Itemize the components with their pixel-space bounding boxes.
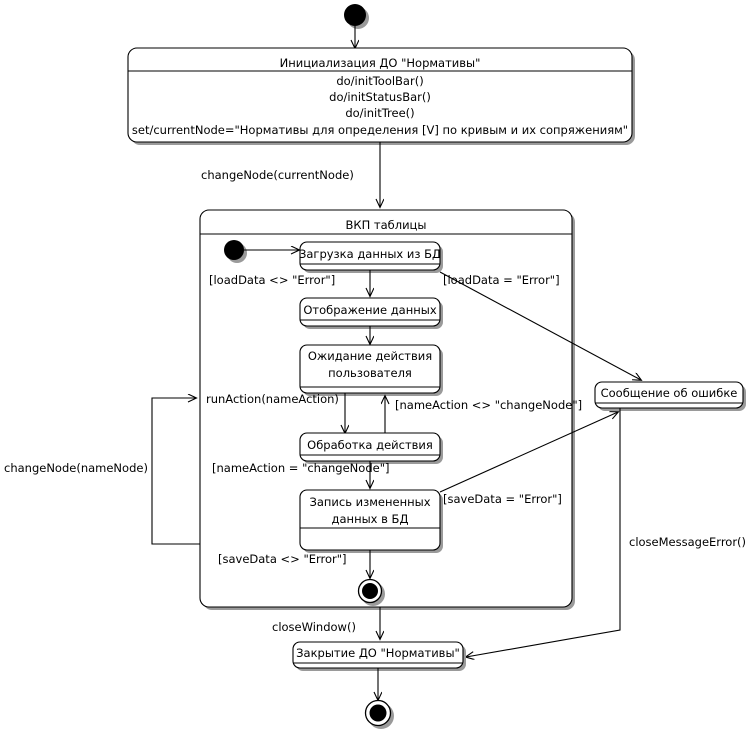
label-load-error: [loadData = "Error"] xyxy=(443,273,560,287)
label-save-ok: [saveData <> "Error"] xyxy=(218,552,347,566)
state-load-data[interactable] xyxy=(299,241,443,273)
state-wait-title-line2: пользователя xyxy=(328,366,412,380)
state-process-action-title: Обработка действия xyxy=(307,438,433,452)
label-save-error: [saveData = "Error"] xyxy=(443,492,562,506)
label-run-action: runAction(nameAction) xyxy=(206,392,339,406)
state-init-title: Инициализация ДО "Нормативы" xyxy=(280,56,481,70)
state-close-title: Закрытие ДО "Нормативы" xyxy=(296,646,460,660)
edge-save-to-error xyxy=(439,412,618,493)
edge-change-node-loop xyxy=(151,398,200,545)
label-change-node-current: changeNode(currentNode) xyxy=(201,168,354,182)
label-close-window: closeWindow() xyxy=(272,620,356,634)
state-process-action[interactable] xyxy=(299,432,443,464)
state-wait-title-line1: Ожидание действия xyxy=(308,349,432,363)
state-composite-title: ВКП таблицы xyxy=(346,218,427,232)
label-load-ok: [loadData <> "Error"] xyxy=(209,273,335,287)
state-error-message-title: Сообщение об ошибке xyxy=(601,386,738,400)
state-save-title-line2: данных в БД xyxy=(332,512,409,526)
final-state-node-bottom xyxy=(364,699,394,729)
label-name-action-change: [nameAction = "changeNode"] xyxy=(212,461,389,475)
label-name-action-not-change: [nameAction <> "changeNode"] xyxy=(395,398,582,412)
state-composite-table[interactable] xyxy=(199,209,575,610)
state-display-data[interactable] xyxy=(299,297,443,329)
state-init-action-2: do/initTree() xyxy=(345,106,414,120)
state-init-action-0: do/initToolBar() xyxy=(336,74,423,88)
initial-state-node-top xyxy=(344,4,369,29)
final-state-node-inner xyxy=(357,578,385,606)
state-display-data-title: Отображение данных xyxy=(303,303,437,317)
state-load-data-title: Загрузка данных из БД xyxy=(299,247,441,261)
label-close-message-error: closeMessageError() xyxy=(629,535,746,549)
state-init-action-3: set/currentNode="Нормативы для определен… xyxy=(132,123,628,137)
state-init-action-1: do/initStatusBar() xyxy=(329,90,431,104)
label-change-node-name: changeNode(nameNode) xyxy=(4,461,148,475)
initial-state-node-inner xyxy=(224,240,247,263)
edge-load-to-error xyxy=(439,271,641,380)
state-wait-user-action[interactable] xyxy=(299,344,443,396)
state-close[interactable] xyxy=(292,641,466,671)
state-error-message[interactable] xyxy=(594,381,746,411)
edge-error-to-close xyxy=(466,408,621,657)
state-save-title-line1: Запись измененных xyxy=(309,495,430,509)
state-save-data[interactable] xyxy=(299,489,443,553)
state-init[interactable] xyxy=(127,47,635,145)
